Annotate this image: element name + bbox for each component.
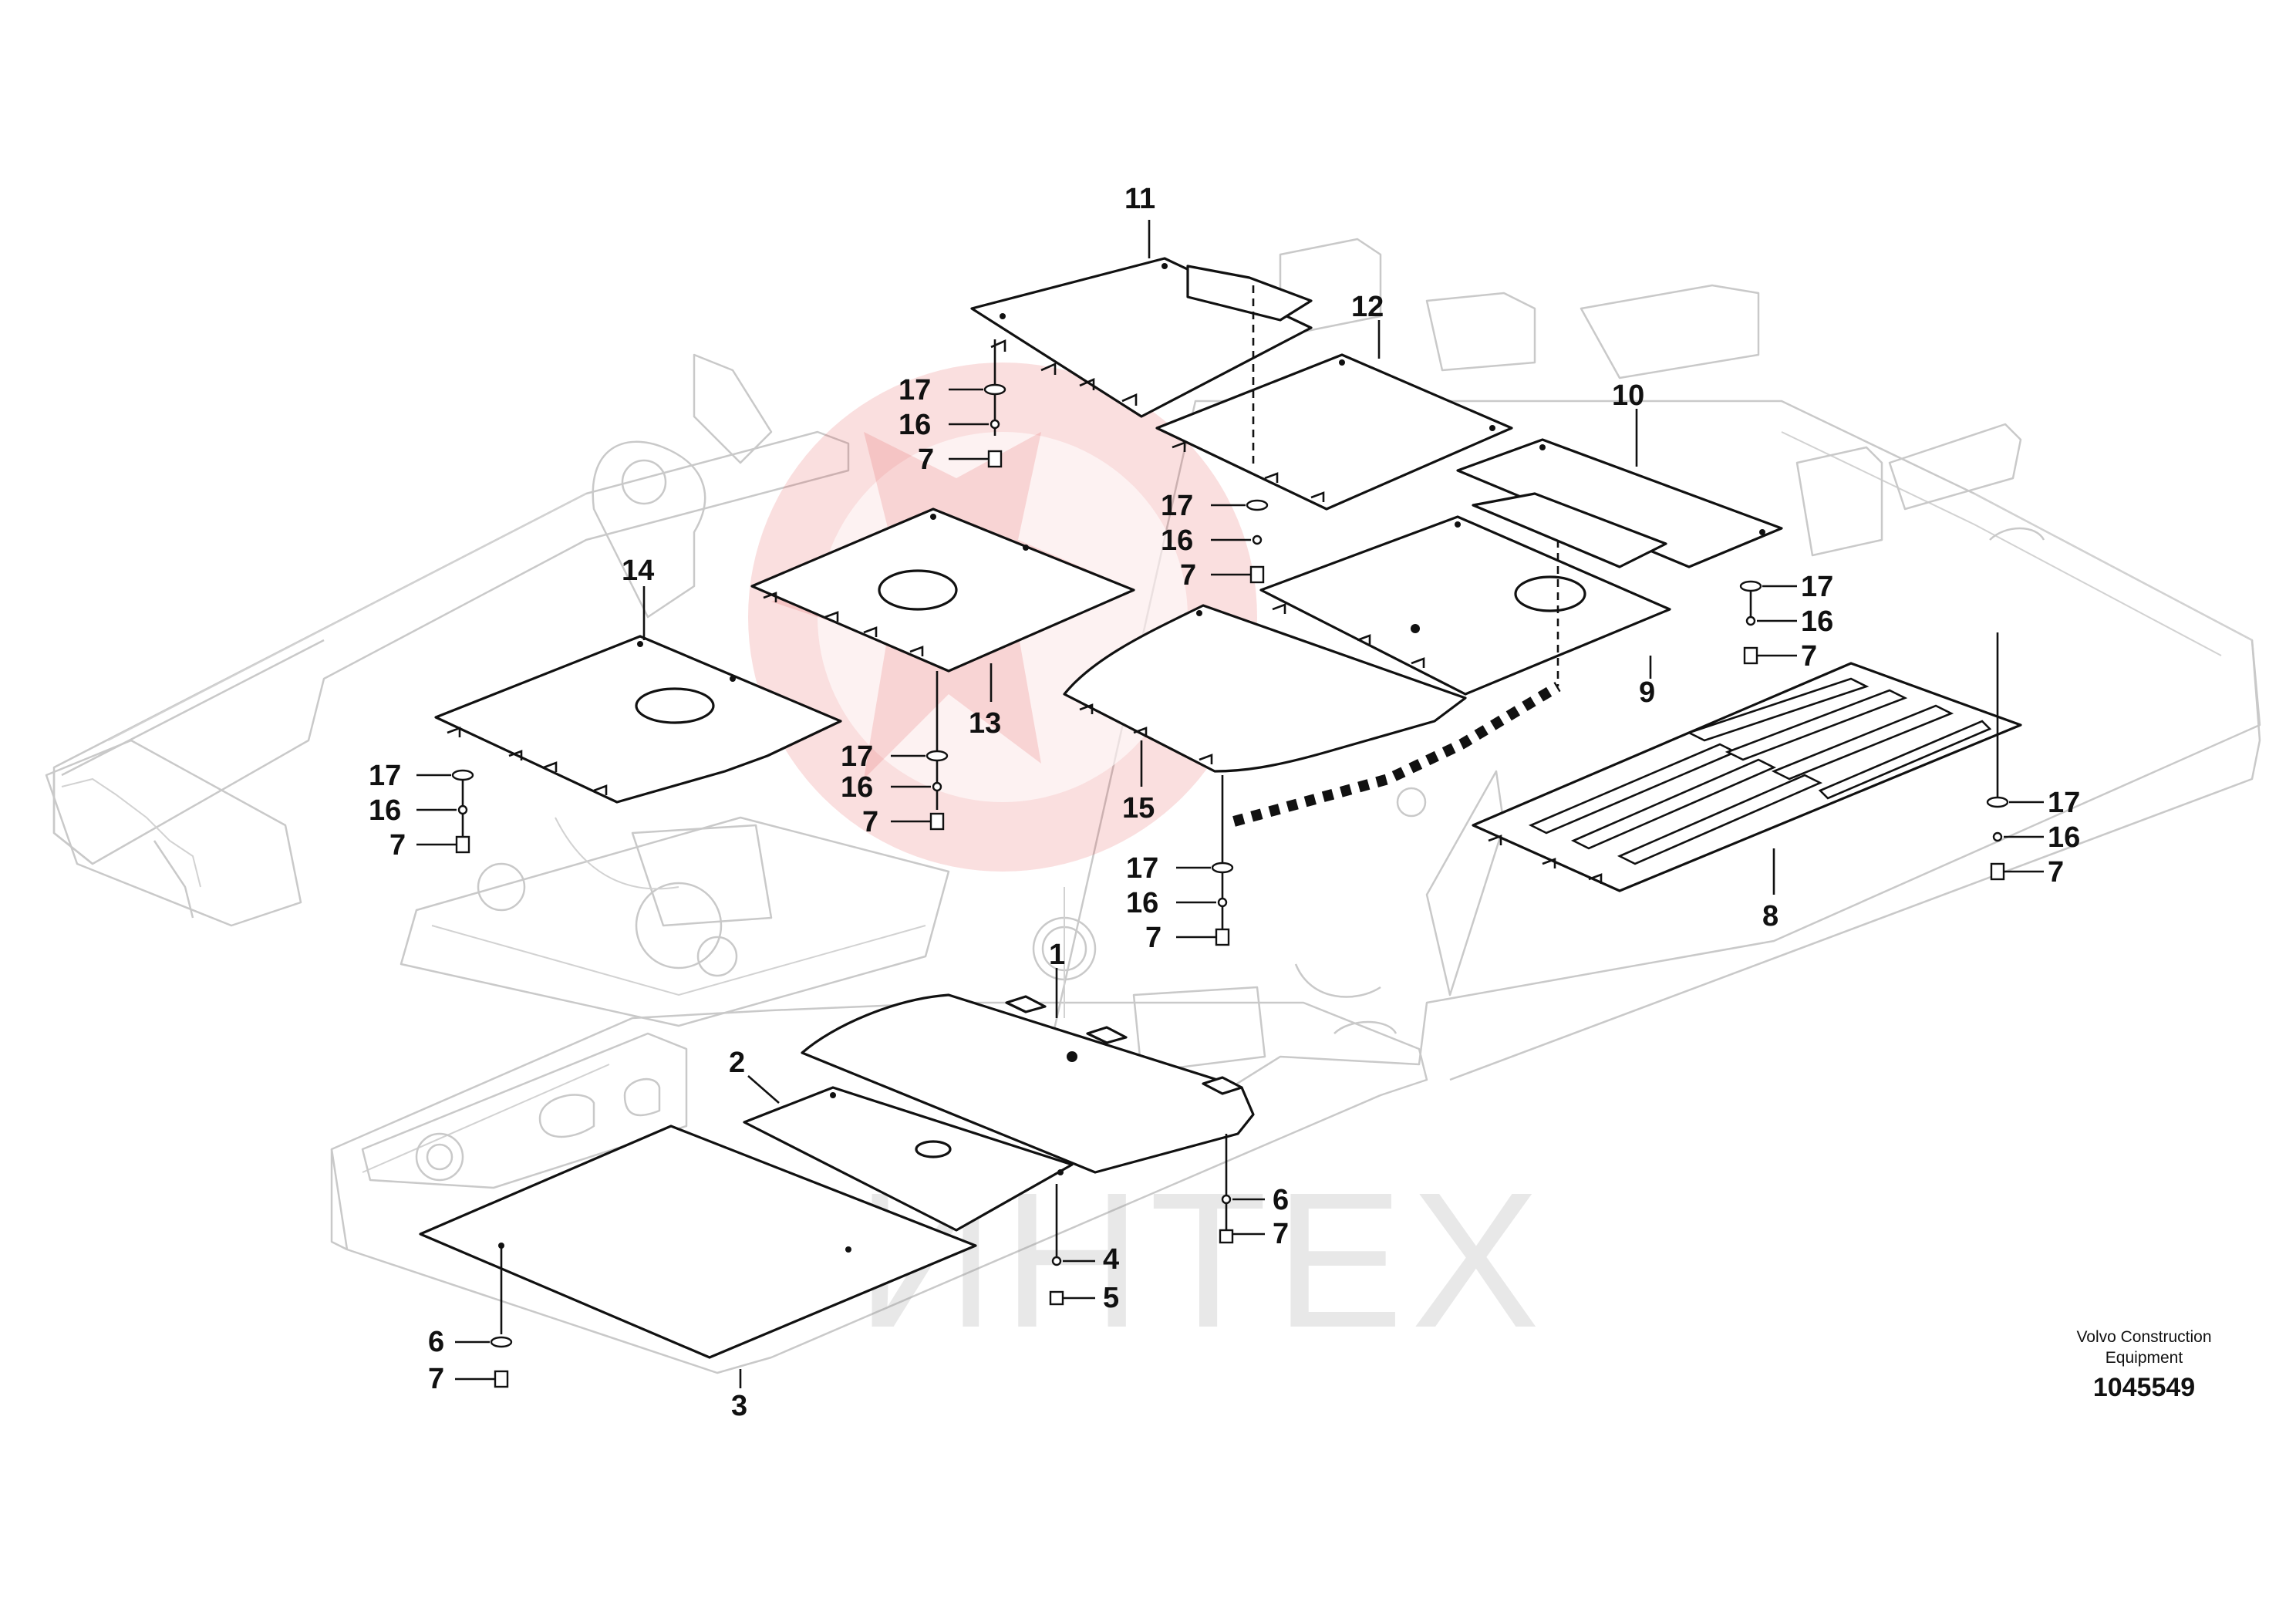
cover-plate-13 xyxy=(750,508,1135,673)
callout-labels: 1 2 3 4 5 6 7 6 7 8 9 10 11 12 13 14 15 … xyxy=(369,183,2080,1422)
callout-2: 2 xyxy=(729,1047,745,1079)
callout-17: 17 xyxy=(841,740,873,773)
callout-7: 7 xyxy=(1180,559,1196,592)
callout-7: 7 xyxy=(918,443,934,476)
callout-7: 7 xyxy=(389,829,406,862)
callout-17: 17 xyxy=(2048,787,2080,819)
callout-17: 17 xyxy=(1126,852,1158,885)
fastener-stack-12 xyxy=(1246,499,1269,584)
fastener-stack-1 xyxy=(1219,1194,1234,1244)
callout-16: 16 xyxy=(1161,524,1193,557)
callout-6: 6 xyxy=(428,1326,444,1358)
callout-16: 16 xyxy=(1126,887,1158,919)
leader-lines xyxy=(461,220,1999,1388)
brand-line-2: Equipment xyxy=(2106,1349,2183,1367)
callout-7: 7 xyxy=(1801,640,1817,673)
cover-plate-11 xyxy=(970,257,1313,418)
callout-1: 1 xyxy=(1049,939,1065,971)
callout-16: 16 xyxy=(899,409,931,441)
callout-11: 11 xyxy=(1124,183,1155,215)
grille-plate-8 xyxy=(1472,662,2022,892)
callout-7: 7 xyxy=(1145,922,1161,954)
plate-11-clips xyxy=(990,339,1138,406)
callout-16: 16 xyxy=(369,794,401,827)
callout-3: 3 xyxy=(731,1390,747,1422)
callout-16: 16 xyxy=(2048,821,2080,854)
cover-plate-15 xyxy=(1063,604,1467,773)
callout-9: 9 xyxy=(1639,676,1655,709)
callout-15: 15 xyxy=(1122,792,1155,824)
callout-13: 13 xyxy=(969,707,1001,740)
drawing-number: 1045549 xyxy=(2093,1373,2195,1402)
cover-plate-9 xyxy=(1259,515,1671,696)
cover-plate-2 xyxy=(743,1086,1074,1232)
callout-14: 14 xyxy=(622,555,654,587)
cover-plate-10 xyxy=(1456,438,1783,568)
callout-7: 7 xyxy=(862,806,878,838)
callout-8: 8 xyxy=(1762,900,1778,932)
callout-17: 17 xyxy=(899,374,931,406)
callout-16: 16 xyxy=(841,771,873,804)
fastener-stack-3 xyxy=(490,1336,513,1388)
callout-7: 7 xyxy=(1273,1218,1289,1250)
cover-plate-14 xyxy=(434,635,842,804)
callout-16: 16 xyxy=(1801,605,1833,638)
callout-7: 7 xyxy=(2048,856,2064,889)
callout-6: 6 xyxy=(1273,1184,1289,1216)
cover-plate-1 xyxy=(801,993,1255,1174)
callout-17: 17 xyxy=(1801,571,1833,603)
cover-plate-12 xyxy=(1155,353,1513,511)
callout-17: 17 xyxy=(369,760,401,792)
fastener-stack-15 xyxy=(1211,862,1234,946)
callout-10: 10 xyxy=(1612,379,1644,412)
callout-5: 5 xyxy=(1103,1282,1119,1314)
title-block: Volvo Construction Equipment 1045549 xyxy=(2076,1328,2211,1402)
fastener-stacks xyxy=(416,383,2044,1388)
cover-plate-3 xyxy=(419,1125,977,1359)
callout-12: 12 xyxy=(1351,291,1384,323)
callout-17: 17 xyxy=(1161,490,1193,522)
callout-7: 7 xyxy=(428,1363,444,1395)
brand-line-1: Volvo Construction xyxy=(2076,1328,2211,1346)
fastener-stack-8 xyxy=(1986,796,2009,881)
callout-4: 4 xyxy=(1103,1243,1119,1276)
